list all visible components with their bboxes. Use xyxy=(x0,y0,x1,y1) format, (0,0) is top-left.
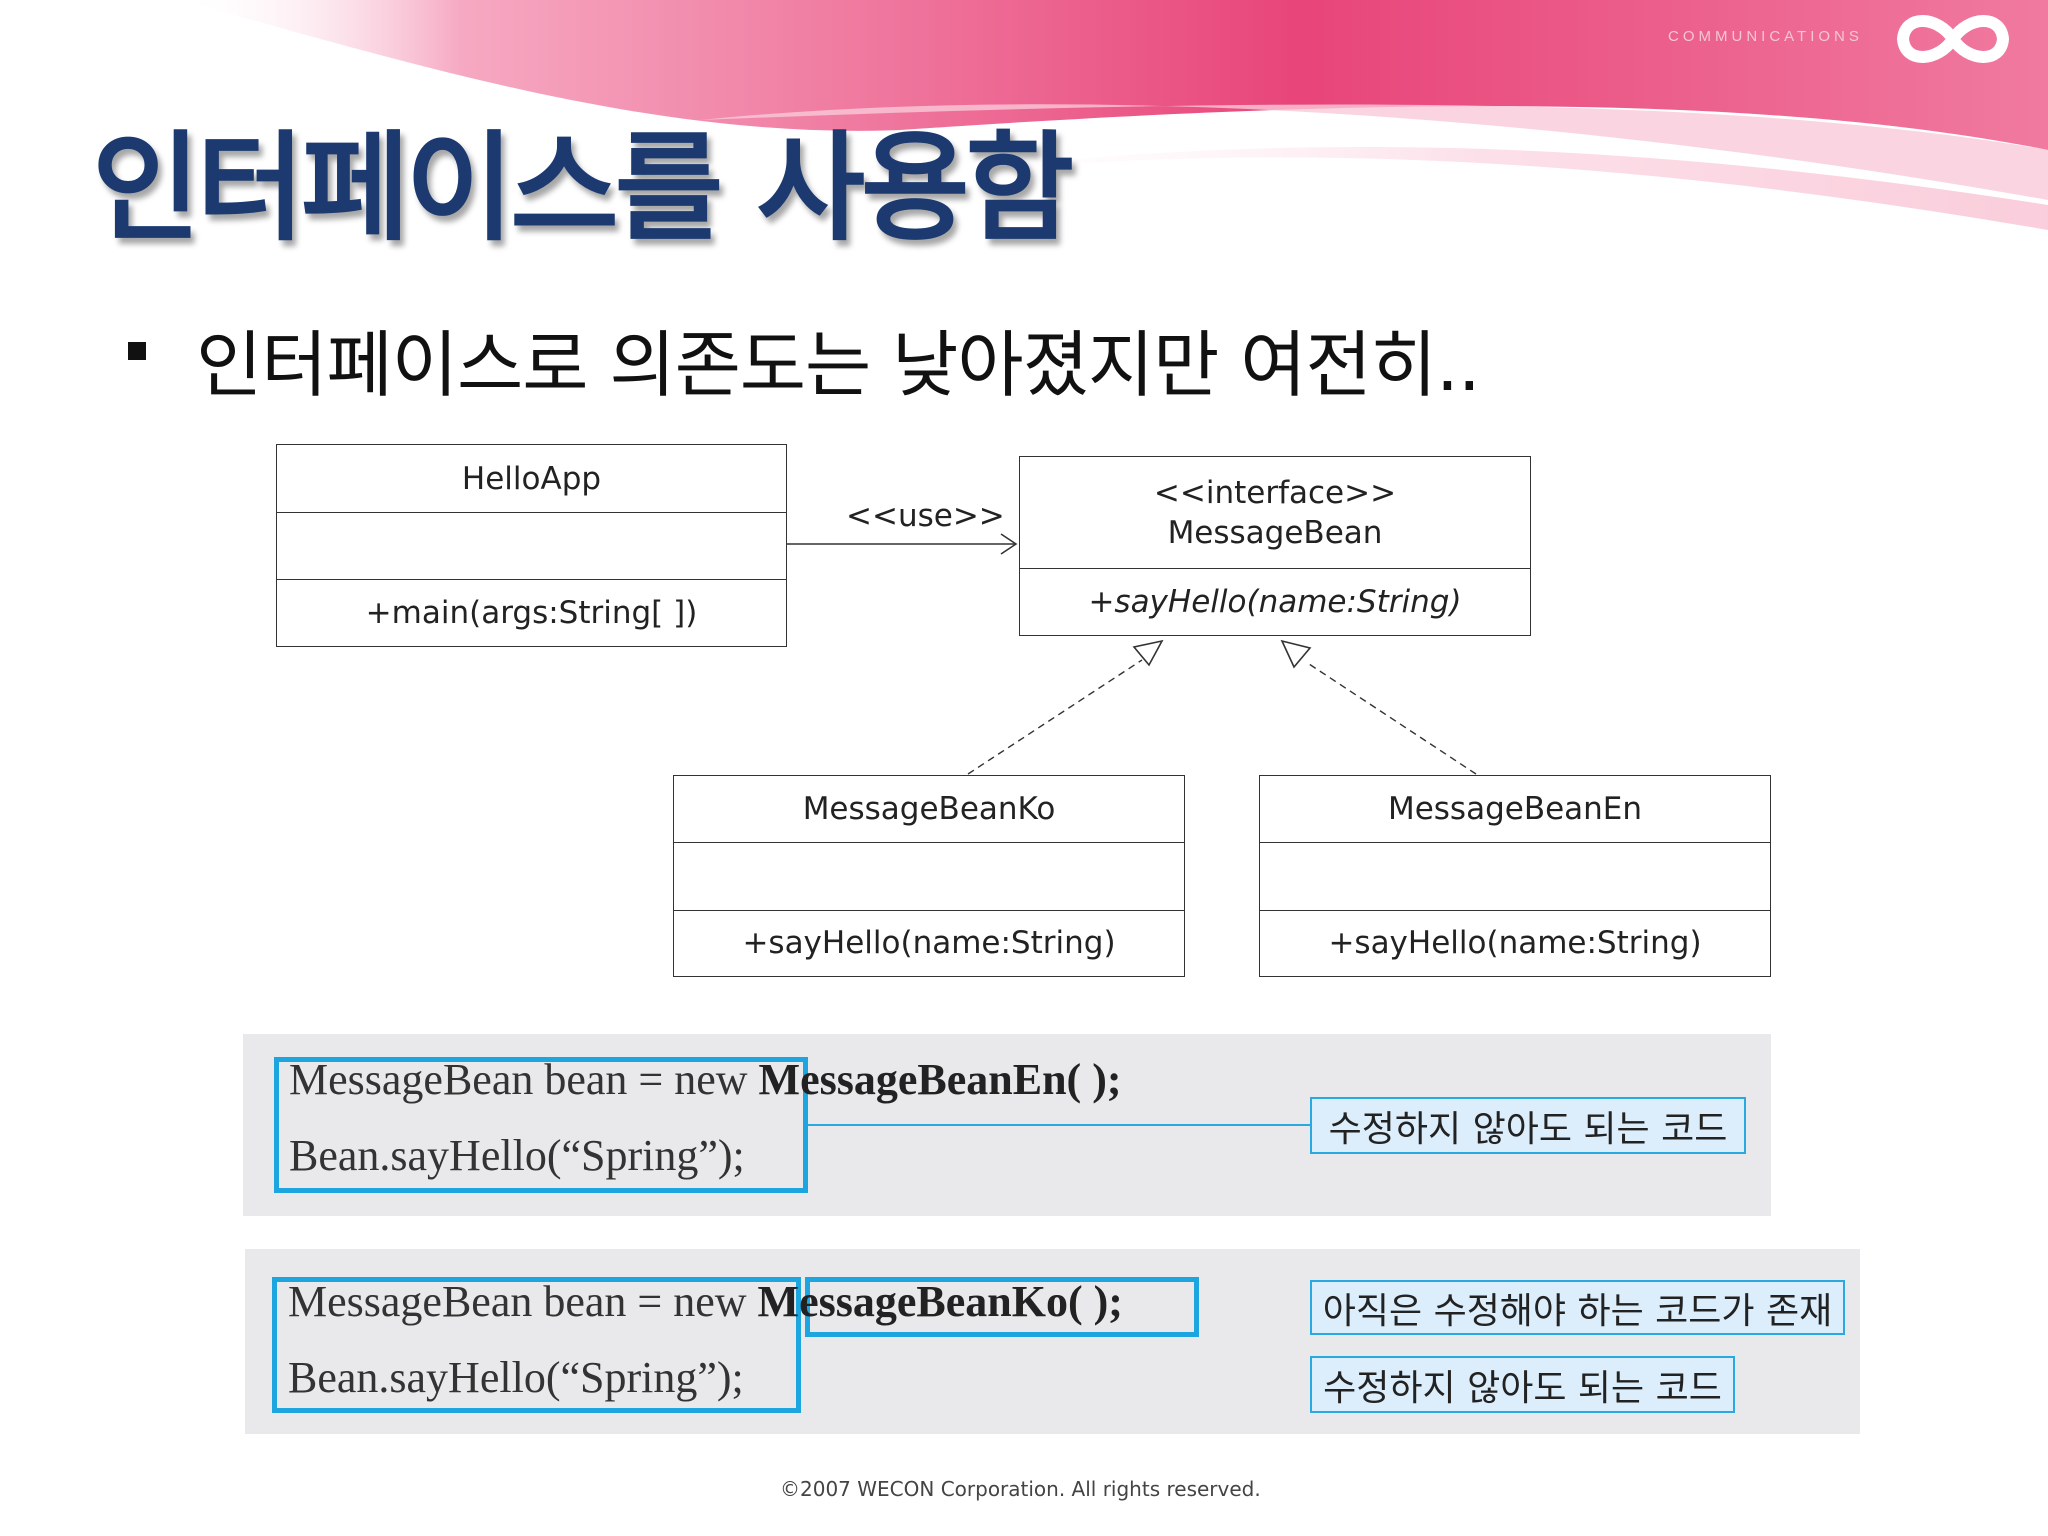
code-bold-constructor: MessageBeanKo( ); xyxy=(758,1277,1123,1326)
callout-unchanged-2: 수정하지 않아도 되는 코드 xyxy=(1310,1356,1735,1413)
copyright-text: ©2007 WECON Corporation. All rights rese… xyxy=(780,1477,1261,1501)
code-plain: MessageBean bean = new xyxy=(288,1277,758,1326)
code-line-1: MessageBean bean = new MessageBeanKo( ); xyxy=(288,1276,1123,1327)
callout-unchanged-1: 수정하지 않아도 되는 코드 xyxy=(1310,1097,1746,1154)
code-line-2: Bean.sayHello(“Spring”); xyxy=(288,1352,744,1403)
callout-needs-change: 아직은 수정해야 하는 코드가 존재 xyxy=(1310,1280,1845,1335)
